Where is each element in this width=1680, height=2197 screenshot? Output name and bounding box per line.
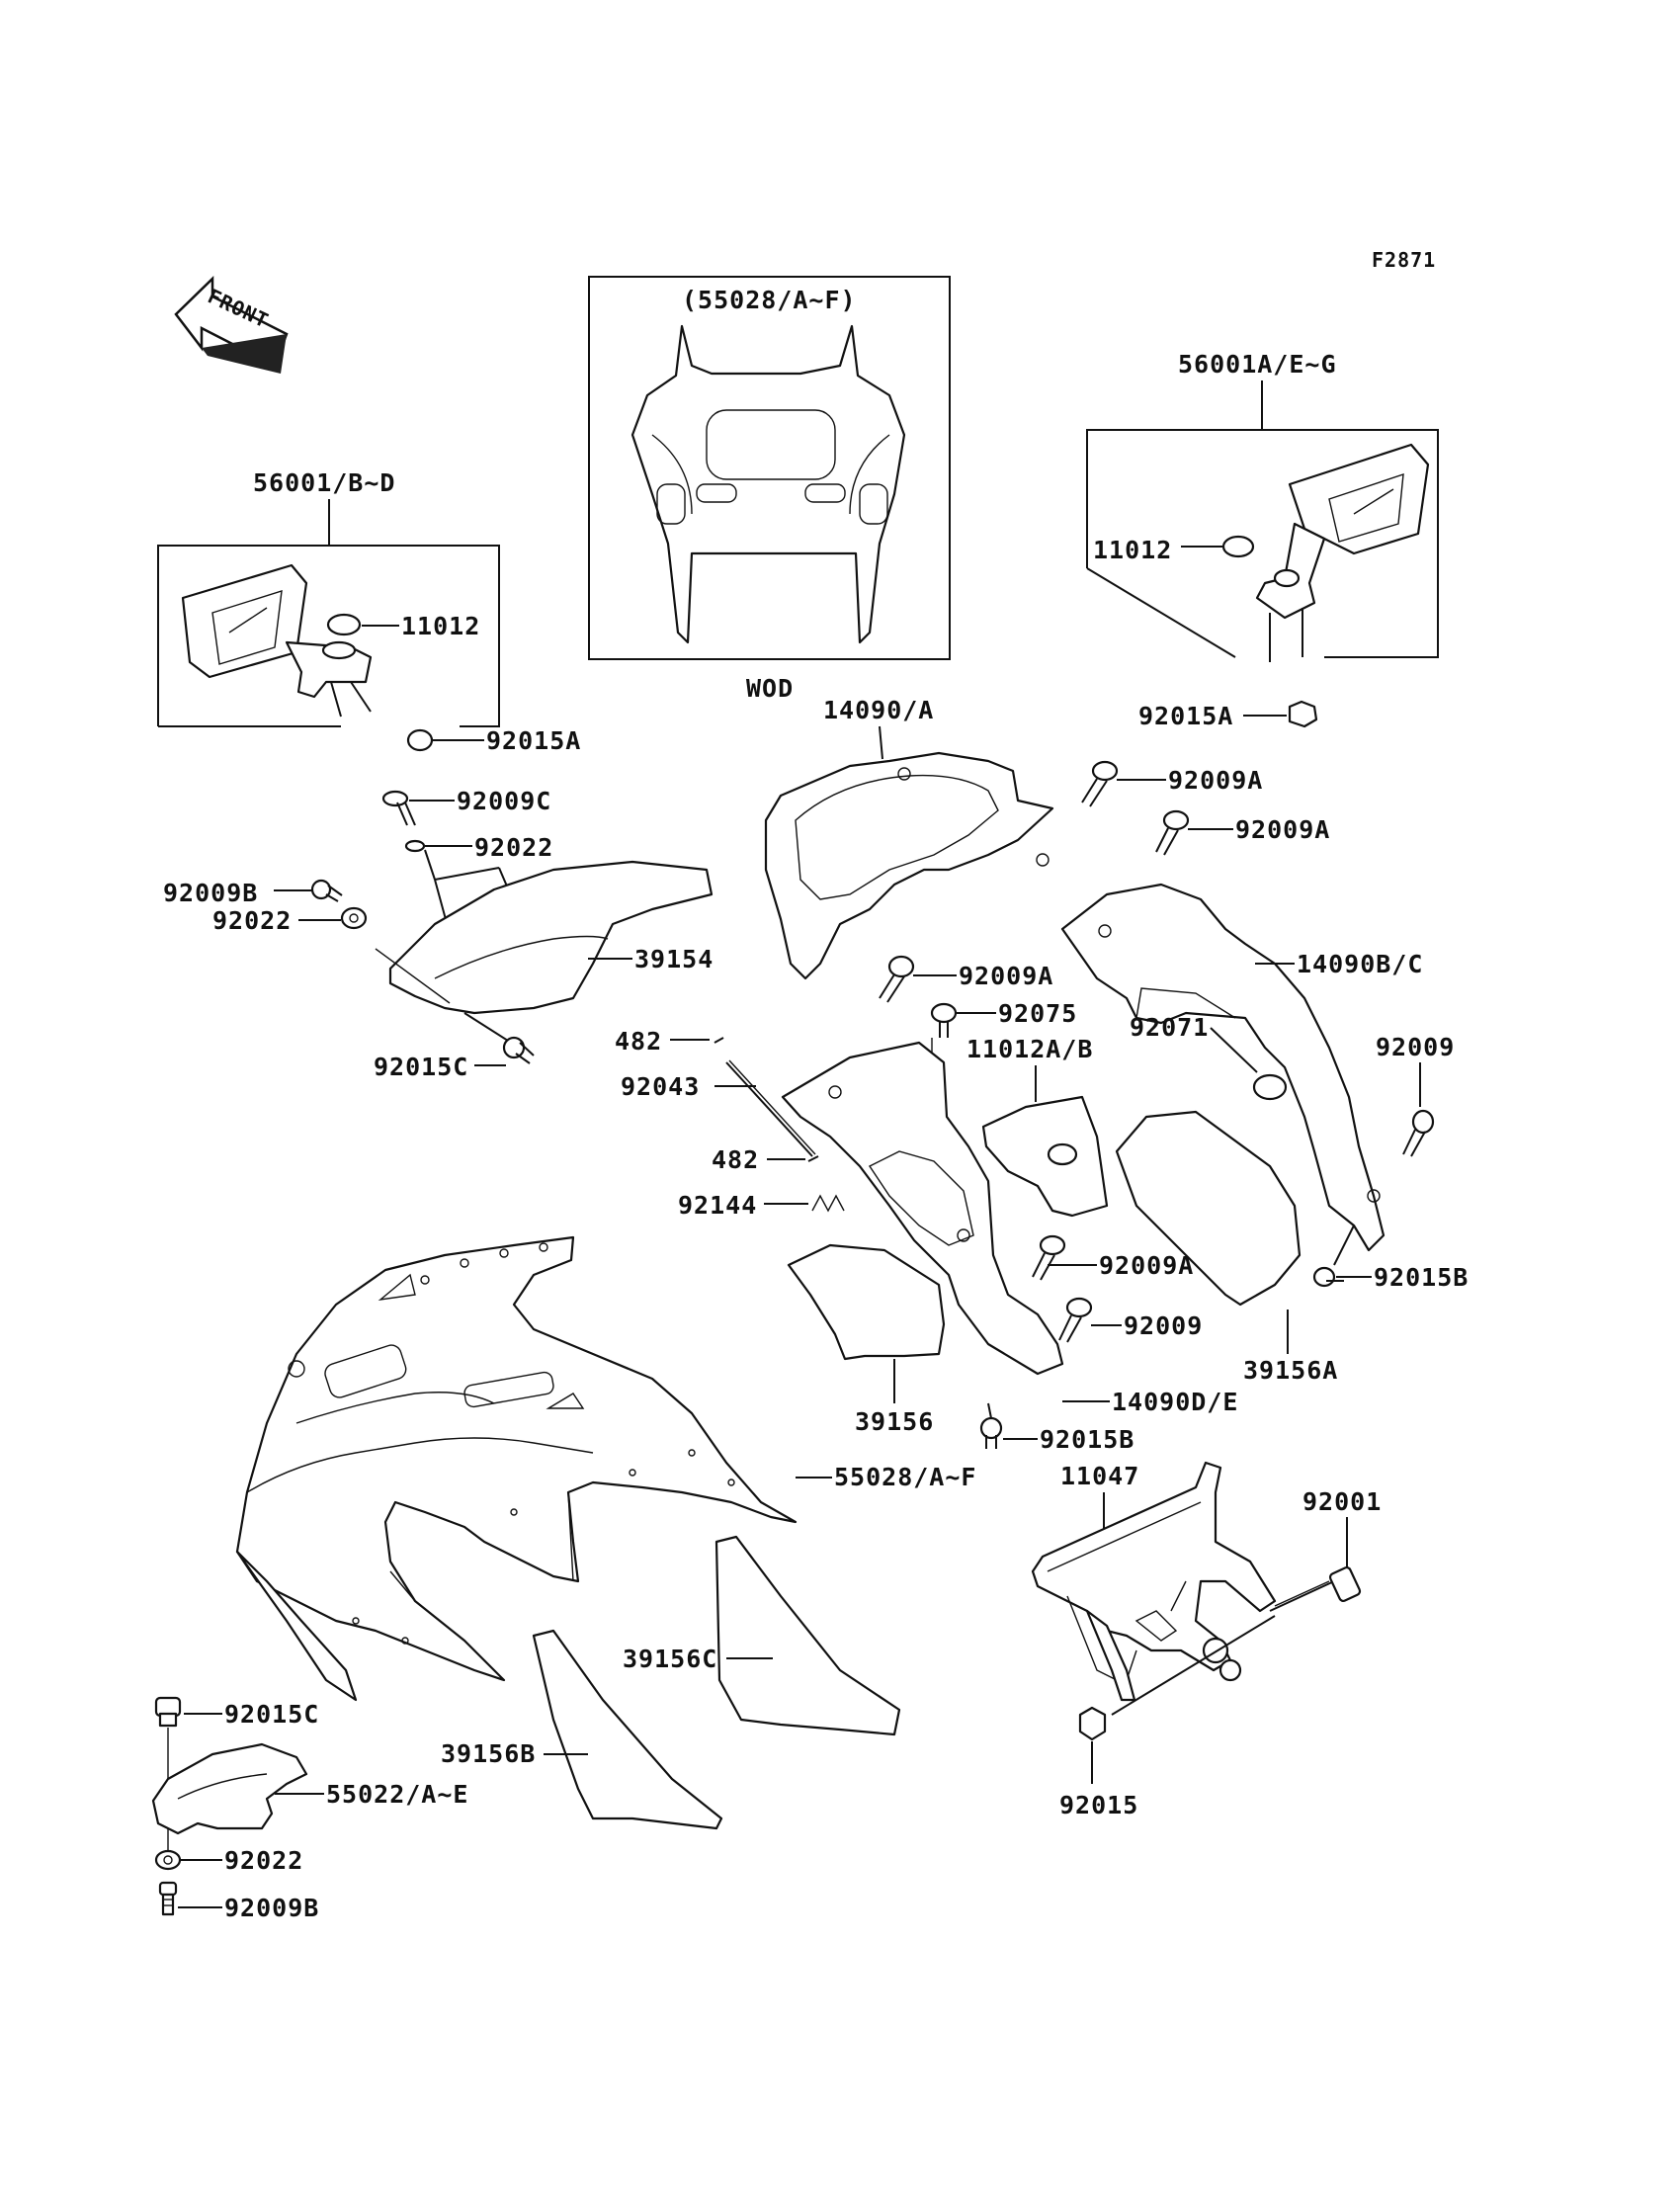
- screw-icon: [158, 1881, 178, 1916]
- label-92015c-2: 92015C: [224, 1700, 319, 1729]
- washer-icon: [154, 1849, 182, 1871]
- label-92015b-2: 92015B: [1040, 1425, 1134, 1454]
- label-14090b-c: 14090B/C: [1297, 950, 1423, 978]
- label-92022-3: 92022: [224, 1846, 303, 1875]
- bolt-icon: [502, 1036, 535, 1064]
- label-92015b-1: 92015B: [1374, 1263, 1469, 1292]
- label-39156b: 39156B: [441, 1739, 536, 1768]
- label-92009c: 92009C: [457, 787, 551, 815]
- label-92015c-1: 92015C: [374, 1053, 468, 1081]
- bolt-icon: [154, 1696, 182, 1728]
- label-11012-left: 11012: [401, 612, 480, 640]
- label-92009a-2: 92009A: [1235, 815, 1330, 844]
- label-482-2: 482: [712, 1145, 759, 1174]
- label-92009a-4: 92009A: [1099, 1251, 1194, 1280]
- label-92043: 92043: [621, 1072, 700, 1101]
- washer-icon: [404, 839, 426, 853]
- label-92022-1: 92022: [474, 833, 553, 862]
- label-55028-a-f: 55028/A~F: [834, 1463, 976, 1491]
- screw-icon: [310, 879, 343, 902]
- figure-code: F2871: [1372, 248, 1436, 272]
- screw-icon: [1402, 1109, 1435, 1157]
- cap-icon: [1221, 535, 1255, 558]
- label-14090d-e: 14090D/E: [1112, 1388, 1238, 1416]
- label-92015a-right: 92015A: [1138, 702, 1233, 730]
- cap-icon: [326, 613, 362, 636]
- bolt-icon: [979, 1416, 1003, 1449]
- label-92009a-3: 92009A: [959, 962, 1053, 990]
- stay-bracket: [1031, 1461, 1277, 1702]
- washer-icon: [340, 906, 368, 930]
- label-92075: 92075: [998, 999, 1077, 1028]
- left-mirror-box: 56001/B~D: [157, 468, 500, 727]
- label-92071: 92071: [1130, 1013, 1209, 1042]
- right-mirror-box: 56001A/E~G: [1086, 350, 1439, 662]
- label-39154: 39154: [634, 945, 714, 973]
- label-55022-a-e: 55022/A~E: [326, 1780, 468, 1809]
- nut-icon: [1288, 700, 1318, 728]
- label-92009b-2: 92009B: [224, 1894, 319, 1922]
- label-92009a-1: 92009A: [1168, 766, 1263, 795]
- label-14090-a: 14090/A: [823, 696, 934, 724]
- screw-icon: [879, 955, 915, 1003]
- label-92015a-left: 92015A: [486, 726, 581, 755]
- bolt-icon: [1312, 1266, 1344, 1288]
- label-92001: 92001: [1302, 1487, 1382, 1516]
- label-56001-a-e-g: 56001A/E~G: [1178, 350, 1337, 379]
- grommet-icon: [1252, 1073, 1288, 1101]
- spring-icon: [811, 1194, 845, 1213]
- label-11012-right: 11012: [1093, 536, 1172, 564]
- screw-icon: [1032, 1234, 1066, 1281]
- label-39156a: 39156A: [1243, 1356, 1338, 1385]
- cover-55022: [151, 1742, 308, 1835]
- label-39156: 39156: [855, 1407, 934, 1436]
- label-92009-2: 92009: [1124, 1311, 1203, 1340]
- label-11047: 11047: [1060, 1462, 1139, 1490]
- label-56001-b-d: 56001/B~D: [253, 468, 395, 497]
- screw-icon: [1155, 809, 1190, 856]
- wod-note: WOD: [746, 674, 794, 703]
- label-92015: 92015: [1059, 1791, 1138, 1819]
- label-11012a-b: 11012A/B: [966, 1035, 1093, 1063]
- label-482-1: 482: [615, 1027, 662, 1056]
- screw-icon: [381, 790, 416, 826]
- bolt-icon: [1269, 1565, 1362, 1612]
- label-92022-2: 92022: [212, 906, 292, 935]
- windshield-title: (55028/A~F): [682, 286, 857, 314]
- label-92144: 92144: [678, 1191, 757, 1220]
- windshield-box: (55028/A~F): [588, 276, 951, 660]
- front-arrow-icon: FRONT: [174, 276, 289, 374]
- label-92009-1: 92009: [1376, 1033, 1455, 1061]
- label-92009b-1: 92009B: [163, 879, 258, 907]
- screw-icon: [1058, 1297, 1093, 1343]
- nut-icon: [406, 728, 434, 752]
- label-39156c: 39156C: [623, 1645, 717, 1673]
- bolt-icon: [930, 1002, 958, 1038]
- nut-icon: [1078, 1706, 1107, 1741]
- screw-icon: [1081, 760, 1119, 807]
